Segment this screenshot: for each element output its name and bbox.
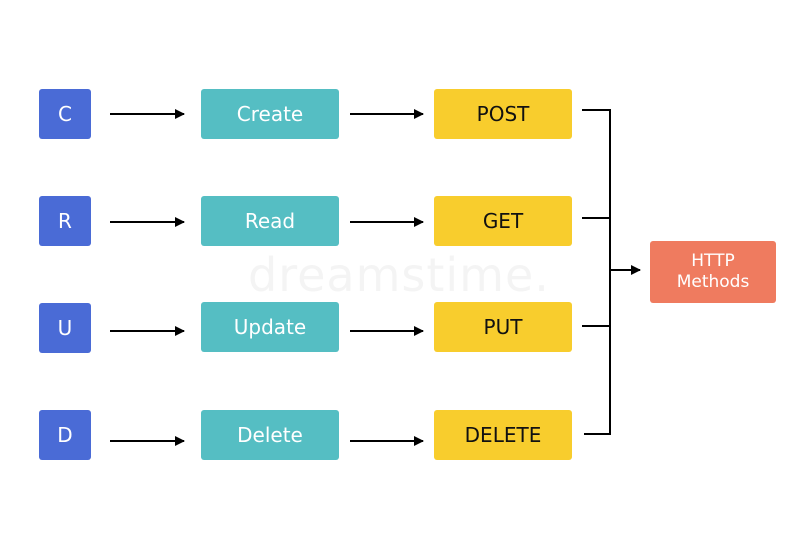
method-box-post: POST	[434, 89, 572, 139]
bracket-connector	[582, 109, 611, 435]
http-methods-line2: Methods	[676, 272, 750, 292]
method-box-get: GET	[434, 196, 572, 246]
letter-box-u: U	[39, 303, 91, 353]
method-box-delete: DELETE	[434, 410, 572, 460]
letter-box-c: C	[39, 89, 91, 139]
action-box-update: Update	[201, 302, 339, 352]
http-methods-line1: HTTP	[691, 250, 735, 271]
http-methods-box: HTTP Methods	[650, 241, 776, 303]
letter-box-r: R	[39, 196, 91, 246]
letter-box-d: D	[39, 410, 91, 460]
method-box-put: PUT	[434, 302, 572, 352]
action-box-create: Create	[201, 89, 339, 139]
action-box-delete: Delete	[201, 410, 339, 460]
action-box-read: Read	[201, 196, 339, 246]
